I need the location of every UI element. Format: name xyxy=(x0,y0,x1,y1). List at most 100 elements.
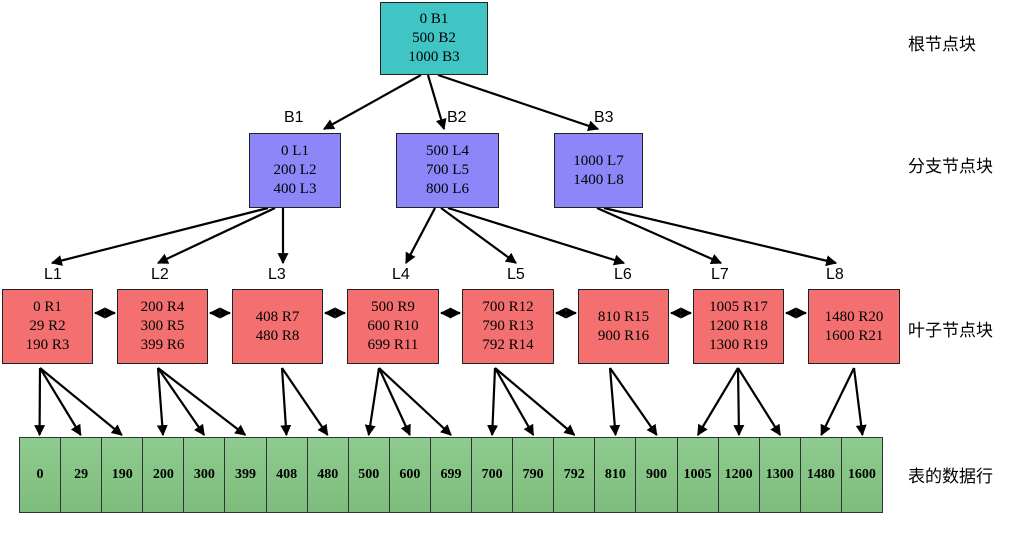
root-line: 500 B2 xyxy=(412,30,456,46)
branch-node-b1: 0 L1 200 L2 400 L3 xyxy=(249,133,341,208)
leaf-node-l3: 408 R7 480 R8 xyxy=(232,289,323,364)
leaf-line: 1300 R19 xyxy=(709,337,768,353)
arrow-leaf-row xyxy=(281,367,329,436)
leaf-line: 408 R7 xyxy=(255,308,300,325)
leaf-line: 1480 R20 xyxy=(824,308,884,325)
arrow-leaf-row xyxy=(39,367,82,436)
leaf-label-l7: L7 xyxy=(711,266,729,283)
table-row-cell: 480 xyxy=(307,438,349,512)
leaf-line: 0 R1 xyxy=(33,299,62,315)
arrow-leaf-row xyxy=(608,367,621,437)
branch-line: 0 L1 xyxy=(281,143,309,159)
leaf-label-l6: L6 xyxy=(614,266,632,283)
leaf-line: 500 R9 xyxy=(371,299,415,315)
leaf-label-l4: L4 xyxy=(392,266,410,283)
leaf-line: 200 R4 xyxy=(140,299,185,315)
leaf-node-l8: 1480 R20 1600 R21 xyxy=(808,289,900,364)
table-row-cell: 600 xyxy=(389,438,431,512)
table-row-cell: 29 xyxy=(61,438,103,512)
leaf-label-l8: L8 xyxy=(826,266,844,283)
side-label-branch: 分支节点块 xyxy=(908,157,993,177)
side-label-root: 根节点块 xyxy=(908,35,976,55)
arrow-b2-l6 xyxy=(447,206,626,266)
leaf-line: 700 R12 xyxy=(482,299,534,315)
arrow-leaf-row xyxy=(733,367,745,437)
branch-line: 400 L3 xyxy=(273,181,317,197)
leaf-node-l1: 0 R1 29 R2 190 R3 xyxy=(2,289,93,364)
leaf-line: 1200 R18 xyxy=(709,318,768,334)
leaf-label-l5: L5 xyxy=(507,266,525,283)
table-row-cell: 699 xyxy=(430,438,473,512)
leaf-line: 792 R14 xyxy=(482,337,534,353)
table-row-cell: 200 xyxy=(143,438,185,512)
arrow-leaf-row xyxy=(280,367,292,437)
arrow-b2-l4 xyxy=(405,207,436,264)
leaf-label-l2: L2 xyxy=(151,266,169,283)
table-row-cell: 1200 xyxy=(718,438,760,512)
branch-line: 500 L4 xyxy=(426,143,469,159)
leaf-line: 790 R13 xyxy=(482,318,534,334)
branch-line: 800 L6 xyxy=(426,181,469,197)
branch-node-b2: 500 L4 700 L5 800 L6 xyxy=(396,133,499,208)
root-node: 0 B1 500 B2 1000 B3 xyxy=(380,2,488,75)
table-row-cell: 500 xyxy=(348,438,390,512)
root-line: 0 B1 xyxy=(419,11,449,27)
arrow-root-b3 xyxy=(437,73,600,132)
branch-label-b3: B3 xyxy=(594,109,614,126)
leaf-label-l3: L3 xyxy=(268,266,286,283)
arrow-leaf-row xyxy=(737,367,782,436)
leaf-line: 900 R16 xyxy=(597,327,650,344)
branch-line: 1400 L8 xyxy=(573,171,624,188)
arrow-leaf-row xyxy=(378,367,452,436)
leaf-node-l7: 1005 R17 1200 R18 1300 R19 xyxy=(693,289,784,364)
arrow-leaf-row xyxy=(39,367,123,436)
leaf-line: 810 R15 xyxy=(597,308,650,325)
arrow-leaf-row xyxy=(696,367,739,436)
leaf-line: 190 R3 xyxy=(25,337,70,353)
arrow-leaf-row xyxy=(157,367,247,436)
branch-line: 200 L2 xyxy=(273,162,317,178)
side-label-leaf: 叶子节点块 xyxy=(908,321,993,341)
arrow-leaf-row xyxy=(820,367,855,436)
branch-line: 700 L5 xyxy=(426,162,469,178)
table-row-cell: 1480 xyxy=(800,438,842,512)
table-row-cell: 810 xyxy=(595,438,637,512)
table-row-cell: 700 xyxy=(472,438,514,512)
table-row-cell: 300 xyxy=(184,438,226,512)
arrow-leaf-row xyxy=(609,367,658,436)
arrow-leaf-row xyxy=(487,367,499,437)
leaf-line: 29 R2 xyxy=(29,318,66,334)
arrow-leaf-row xyxy=(852,367,867,437)
leaf-node-l5: 700 R12 790 R13 792 R14 xyxy=(462,289,554,364)
side-label-table: 表的数据行 xyxy=(908,467,993,487)
table-rows: 0 29 190 200 300 399 408 480 500 600 699… xyxy=(19,437,883,513)
leaf-line: 399 R6 xyxy=(140,337,185,353)
root-line: 1000 B3 xyxy=(408,49,460,65)
table-row-cell: 1600 xyxy=(841,438,882,512)
arrow-b1-l1 xyxy=(50,206,269,266)
arrow-root-b1 xyxy=(323,74,422,130)
leaf-node-l2: 200 R4 300 R5 399 R6 xyxy=(117,289,208,364)
arrow-b2-l5 xyxy=(440,207,517,264)
table-row-cell: 792 xyxy=(554,438,596,512)
table-row-cell: 0 xyxy=(20,438,62,512)
branch-node-b3: 1000 L7 1400 L8 xyxy=(554,133,643,208)
arrow-b3-l7 xyxy=(596,206,723,265)
table-row-cell: 790 xyxy=(513,438,555,512)
branch-label-b2: B2 xyxy=(447,109,467,126)
arrow-b3-l8 xyxy=(603,206,838,267)
arrow-root-b2 xyxy=(426,74,447,131)
leaf-line: 300 R5 xyxy=(140,318,185,334)
leaf-line: 699 R11 xyxy=(367,337,419,353)
arrow-leaf-row xyxy=(364,367,381,437)
table-row-cell: 900 xyxy=(636,438,678,512)
arrow-b1-l2 xyxy=(157,207,276,264)
leaf-line: 1005 R17 xyxy=(709,299,768,315)
arrow-leaf-row xyxy=(156,367,168,437)
arrow-leaf-row xyxy=(157,367,206,436)
leaf-line: 1600 R21 xyxy=(824,327,884,344)
leaf-line: 480 R8 xyxy=(255,327,300,344)
table-row-cell: 399 xyxy=(225,438,267,512)
arrow-leaf-row xyxy=(494,367,535,436)
